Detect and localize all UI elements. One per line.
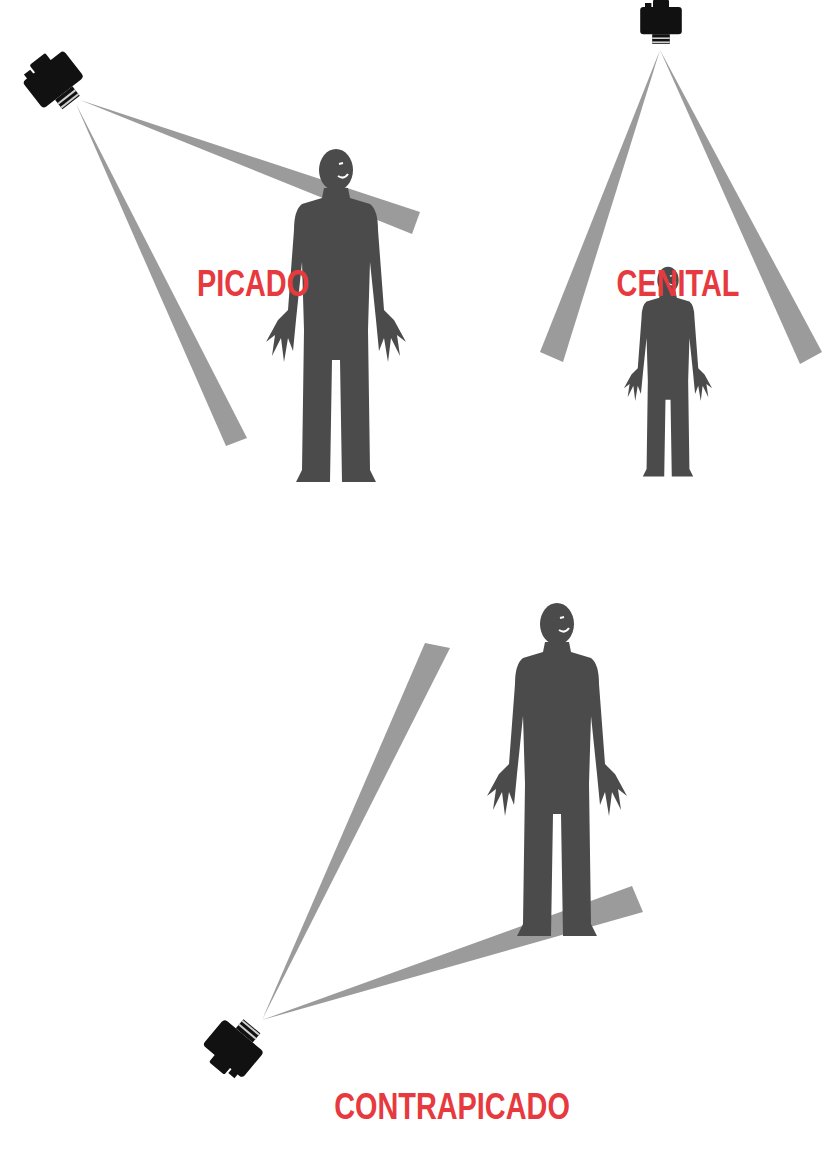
camera-icon <box>640 0 682 44</box>
contrapicado-scene <box>197 603 643 1085</box>
angle-label: CONTRAPICADO <box>334 1088 570 1125</box>
camera-icon <box>197 1010 272 1086</box>
cenital-scene <box>540 0 822 477</box>
picado-scene <box>17 43 420 482</box>
camera-icon <box>17 43 92 118</box>
person-silhouette <box>487 603 627 936</box>
angle-label: CENITAL <box>617 265 740 302</box>
person-silhouette <box>266 149 406 482</box>
angle-label: PICADO <box>197 265 309 302</box>
